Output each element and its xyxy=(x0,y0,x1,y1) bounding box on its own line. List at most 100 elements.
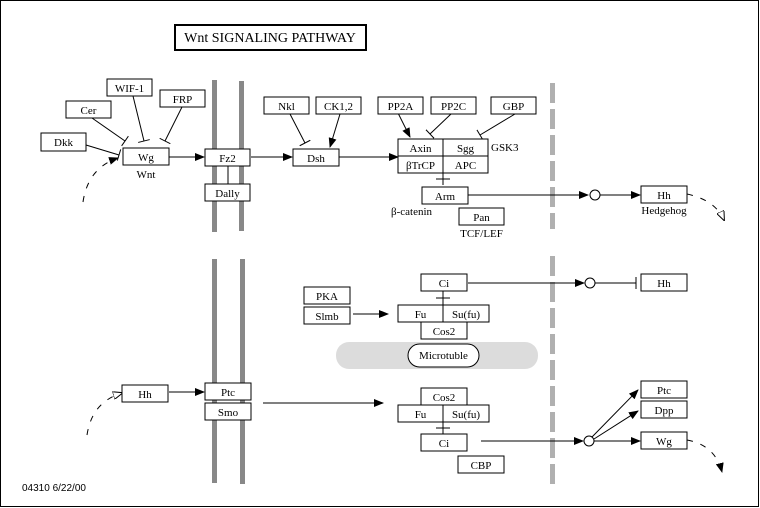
repressor-node xyxy=(584,277,596,289)
node-ptc[interactable]: Ptc xyxy=(204,382,252,401)
node-label: Hh xyxy=(657,278,671,290)
node-fu-top[interactable]: Fu xyxy=(397,304,444,323)
node-label: Arm xyxy=(435,191,456,203)
node-label: FRP xyxy=(173,94,193,106)
page-title: Wnt SIGNALING PATHWAY xyxy=(184,31,356,46)
node-apc[interactable]: APC xyxy=(442,155,489,174)
node-label: CK1,2 xyxy=(324,101,353,113)
node-gbp[interactable]: GBP xyxy=(490,96,537,115)
node-sufu-top[interactable]: Su(fu) xyxy=(442,304,490,323)
node-dsh[interactable]: Dsh xyxy=(292,148,340,167)
node-label: Smo xyxy=(218,407,239,419)
edge-dkk-wg xyxy=(85,144,122,161)
node-label: Fz2 xyxy=(219,153,236,165)
node-hh-target[interactable]: Hh xyxy=(640,185,688,204)
node-arm[interactable]: Arm xyxy=(421,186,469,205)
title-box: Wnt SIGNALING PATHWAY xyxy=(174,24,367,51)
node-label: Nkl xyxy=(278,101,295,113)
node-ci-top[interactable]: Ci xyxy=(420,273,468,292)
node-label: βTrCP xyxy=(406,160,435,172)
edge-ck12-dsh xyxy=(328,113,341,148)
node-wg-target[interactable]: Wg xyxy=(640,431,688,450)
node-dally[interactable]: Dally xyxy=(204,183,251,202)
edge-pp2a-axin xyxy=(397,112,411,138)
node-pka[interactable]: PKA xyxy=(303,286,351,305)
node-label: Cos2 xyxy=(433,392,456,404)
node-cbp[interactable]: CBP xyxy=(457,455,505,474)
destruction-complex: Axin Sgg βTrCP APC xyxy=(397,138,489,174)
node-microtubule[interactable]: Microtuble xyxy=(407,343,480,368)
node-label: PKA xyxy=(316,291,338,303)
node-nkl[interactable]: Nkl xyxy=(263,96,310,115)
cell-membrane xyxy=(212,80,245,484)
wg-caption: Wnt xyxy=(137,169,156,181)
node-label: Dkk xyxy=(54,137,73,149)
activator-node xyxy=(583,435,595,447)
node-hh-ligand[interactable]: Hh xyxy=(121,384,169,403)
node-label: Wg xyxy=(138,152,154,164)
node-label: Dsh xyxy=(307,153,325,165)
node-cos2-top[interactable]: Cos2 xyxy=(420,321,468,340)
node-label: Ptc xyxy=(221,387,235,399)
node-sgg[interactable]: Sgg xyxy=(442,138,489,157)
node-label: Ci xyxy=(439,278,449,290)
node-ci-bottom[interactable]: Ci xyxy=(420,433,468,452)
node-fz2[interactable]: Fz2 xyxy=(204,148,251,167)
node-label: Ptc xyxy=(657,385,671,397)
edge-tf-ptc xyxy=(591,389,639,438)
node-ptc-target[interactable]: Ptc xyxy=(640,380,688,399)
node-dkk[interactable]: Dkk xyxy=(40,132,87,152)
node-dpp-target[interactable]: Dpp xyxy=(640,400,688,419)
node-ck12[interactable]: CK1,2 xyxy=(315,96,362,115)
node-label: Microtuble xyxy=(419,350,468,362)
edge-pp2c-sgg xyxy=(425,113,452,139)
node-pp2a[interactable]: PP2A xyxy=(377,96,424,115)
node-label: Sgg xyxy=(457,143,475,155)
node-axin[interactable]: Axin xyxy=(397,138,444,157)
edge-tf-dpp xyxy=(593,410,639,440)
hedgehog-caption: Hedgehog xyxy=(641,205,687,217)
node-label: CBP xyxy=(471,460,492,472)
tcf-lef-caption: TCF/LEF xyxy=(460,228,503,240)
node-cer[interactable]: Cer xyxy=(65,100,112,119)
node-slmb[interactable]: Slmb xyxy=(303,306,351,325)
edge-frp-wg xyxy=(159,106,183,145)
edge-nkl-dsh xyxy=(289,113,311,147)
node-label: Su(fu) xyxy=(452,309,480,321)
node-pan[interactable]: Pan xyxy=(458,207,505,226)
node-label: PP2A xyxy=(388,101,414,113)
node-pp2c[interactable]: PP2C xyxy=(430,96,477,115)
node-cos2-bottom[interactable]: Cos2 xyxy=(420,387,468,406)
node-label: Pan xyxy=(473,212,490,224)
node-label: Dally xyxy=(215,188,240,200)
complex-top: Fu Su(fu) Cos2 xyxy=(397,304,490,340)
node-wg[interactable]: Wg xyxy=(122,147,170,166)
edge-cer-wg xyxy=(91,117,129,147)
node-label: Cer xyxy=(81,105,97,117)
node-label: Dpp xyxy=(655,405,674,417)
node-label: Hh xyxy=(138,389,152,401)
node-label: Axin xyxy=(410,143,433,155)
node-label: Hh xyxy=(657,190,671,202)
edge-wg-secretion-in xyxy=(82,157,119,203)
footer-id-date: 04310 6/22/00 xyxy=(22,483,86,494)
transcription-node xyxy=(589,189,601,201)
node-label: WIF-1 xyxy=(115,83,144,95)
node-sufu-bottom[interactable]: Su(fu) xyxy=(442,404,490,423)
node-label: Fu xyxy=(415,409,427,421)
node-label: Su(fu) xyxy=(452,409,480,421)
node-btrcp[interactable]: βTrCP xyxy=(397,155,444,174)
node-hh-repressed[interactable]: Hh xyxy=(640,273,688,292)
node-label: Cos2 xyxy=(433,326,456,338)
node-fu-bottom[interactable]: Fu xyxy=(397,404,444,423)
node-frp[interactable]: FRP xyxy=(159,89,206,108)
node-wif1[interactable]: WIF-1 xyxy=(106,78,153,97)
node-smo[interactable]: Smo xyxy=(204,402,252,421)
edge-hh-secretion xyxy=(686,193,724,220)
edge-wg-secretion-out xyxy=(686,439,724,473)
hh-edges xyxy=(86,277,724,473)
complex-bottom: Cos2 Fu Su(fu) xyxy=(397,387,490,423)
node-label: Slmb xyxy=(315,311,339,323)
